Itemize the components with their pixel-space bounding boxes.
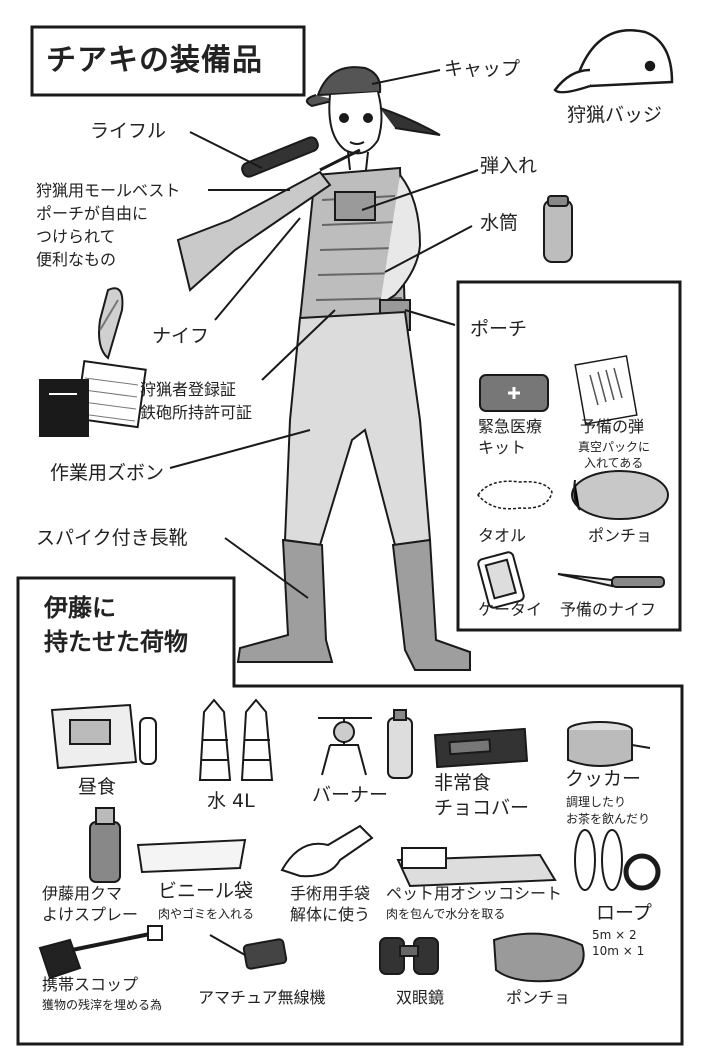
title-frame bbox=[30, 25, 306, 97]
ito-title-2: 持たせた荷物 bbox=[44, 628, 188, 656]
label-gloves-1: 手術用手袋 bbox=[290, 884, 371, 903]
water-bottle-icon bbox=[198, 698, 274, 781]
poncho-icon bbox=[571, 470, 669, 520]
label-license-1: 狩猟者登録証 bbox=[140, 380, 237, 399]
label-spare-knife: 予備のナイフ bbox=[560, 600, 657, 619]
label-rifle: ライフル bbox=[90, 120, 167, 142]
cooker-icon bbox=[567, 721, 651, 767]
label-pet-sheet: ペット用オシッコシート bbox=[386, 884, 563, 903]
spare-knife-icon bbox=[557, 573, 665, 588]
cap-icon bbox=[553, 29, 674, 94]
pouch-title: ポーチ bbox=[470, 318, 528, 340]
ito-frame bbox=[16, 576, 684, 1046]
label-towel: タオル bbox=[478, 526, 527, 545]
label-vest-1: 狩猟用モールベスト bbox=[36, 181, 181, 200]
label-cooker: クッカー bbox=[565, 768, 642, 790]
label-vest-4: 便利なもの bbox=[36, 250, 117, 269]
shovel-icon bbox=[38, 925, 163, 980]
rope-icon bbox=[574, 829, 661, 891]
gloves-icon bbox=[280, 824, 374, 878]
label-hunting-badge: 狩猟バッジ bbox=[567, 104, 663, 126]
canteen-icon bbox=[543, 195, 573, 263]
label-rope-note-1: 5m × 2 bbox=[592, 928, 637, 942]
label-first-aid-1: 緊急医療 bbox=[478, 417, 543, 436]
label-cooker-note-1: 調理したり bbox=[566, 795, 627, 809]
label-license-2: 鉄砲所持許可証 bbox=[140, 403, 253, 422]
label-ito-poncho: ポンチョ bbox=[506, 988, 571, 1007]
label-radio: アマチュア無線機 bbox=[198, 988, 326, 1007]
label-bear-spray-2: よけスプレー bbox=[42, 905, 139, 924]
lunch-box-icon bbox=[50, 703, 157, 770]
label-vest-3: つけられて bbox=[36, 227, 116, 246]
label-ammo-case: 弾入れ bbox=[480, 155, 538, 177]
leader-lines bbox=[169, 69, 479, 599]
label-cap: キャップ bbox=[444, 58, 521, 80]
gas-can-icon bbox=[387, 709, 413, 779]
label-pet-sheet-note: 肉を包んで水分を取る bbox=[386, 907, 506, 921]
first-aid-kit-icon bbox=[479, 374, 549, 412]
label-first-aid-2: キット bbox=[478, 438, 527, 457]
pet-sheet-icon bbox=[396, 847, 557, 888]
label-spare-ammo-note-1: 真空パックに bbox=[578, 440, 651, 454]
license-card-icon bbox=[39, 359, 147, 437]
label-spare-ammo-note-2: 入れてある bbox=[584, 456, 644, 470]
label-vinyl-bag: ビニール袋 bbox=[158, 880, 254, 902]
label-binoculars: 双眼鏡 bbox=[396, 988, 445, 1007]
towel-icon bbox=[477, 480, 553, 510]
label-gloves-2: 解体に使う bbox=[290, 905, 371, 924]
label-rope-note-2: 10m × 1 bbox=[592, 944, 645, 958]
chocolate-bar-icon bbox=[433, 727, 529, 769]
label-vest-2: ポーチが自由に bbox=[36, 204, 149, 223]
label-cooker-note-2: お茶を飲んだり bbox=[566, 812, 651, 826]
ito-title-1: 伊藤に bbox=[44, 594, 116, 622]
character-figure bbox=[236, 66, 471, 671]
label-burner: バーナー bbox=[312, 784, 389, 806]
label-boots: スパイク付き長靴 bbox=[36, 527, 188, 549]
label-pouch-poncho: ポンチョ bbox=[588, 526, 653, 545]
label-bear-spray-1: 伊藤用クマ bbox=[42, 884, 123, 903]
phone-icon bbox=[477, 551, 525, 609]
label-pants: 作業用ズボン bbox=[50, 462, 165, 484]
label-knife: ナイフ bbox=[152, 325, 210, 347]
poncho-bag-icon bbox=[492, 932, 585, 983]
ammo-pack-icon bbox=[574, 355, 638, 425]
label-ration-1: 非常食 bbox=[434, 772, 492, 794]
label-water: 水 4L bbox=[207, 790, 255, 812]
label-spare-ammo: 予備の弾 bbox=[580, 417, 645, 436]
label-ration-2: チョコバー bbox=[434, 797, 530, 819]
label-shovel: 携帯スコップ bbox=[42, 975, 139, 994]
burner-icon bbox=[318, 717, 372, 776]
knife-icon bbox=[98, 287, 124, 360]
label-vinyl-bag-note: 肉やゴミを入れる bbox=[158, 907, 255, 921]
spray-can-icon bbox=[89, 807, 121, 883]
label-phone: ケータイ bbox=[478, 600, 543, 619]
radio-icon bbox=[209, 934, 288, 970]
label-rope: ロープ bbox=[596, 902, 652, 924]
label-canteen: 水筒 bbox=[480, 212, 519, 234]
label-shovel-note: 獲物の残滓を埋める為 bbox=[42, 998, 163, 1012]
vinyl-bag-icon bbox=[136, 838, 247, 874]
page-title: チアキの装備品 bbox=[46, 43, 263, 78]
label-lunch: 昼食 bbox=[78, 776, 117, 798]
binoculars-icon bbox=[379, 937, 439, 975]
